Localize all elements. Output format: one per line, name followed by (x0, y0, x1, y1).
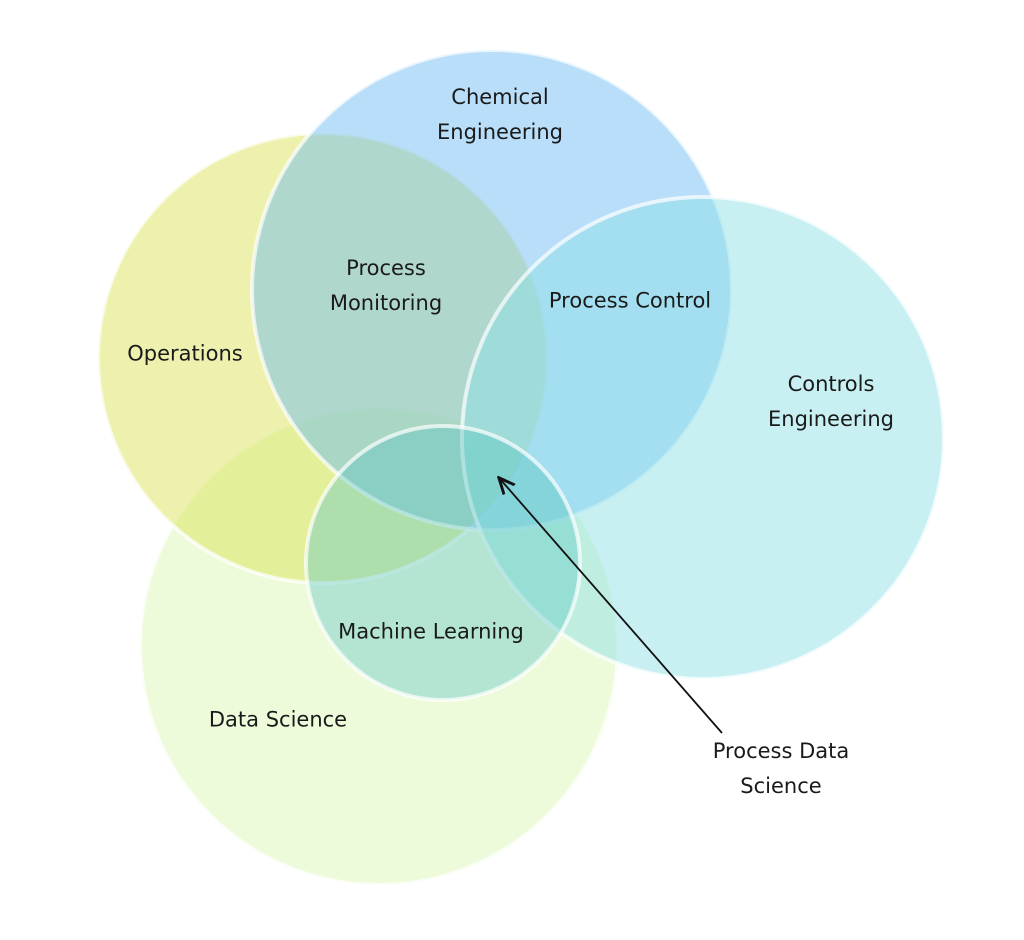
circle-data-science (138, 405, 620, 887)
label-process-monitoring: Process Monitoring (329, 256, 443, 315)
label-machine-learning: Machine Learning (338, 619, 524, 644)
label-controls-engineering: Controls Engineering (768, 372, 894, 431)
label-data-science: Data Science (208, 707, 348, 732)
circle-operations (96, 131, 550, 585)
label-operations: Operations (127, 341, 243, 366)
label-process-data-science: Process Data Science (712, 739, 850, 798)
circle-chemical-engineering (250, 48, 734, 532)
label-process-control: Process Control (548, 288, 712, 313)
circle-machine-learning (304, 424, 582, 702)
label-chemical-engineering: Chemical Engineering (437, 85, 563, 144)
circle-controls-engineering (460, 195, 946, 681)
annotation-arrow (500, 479, 723, 734)
